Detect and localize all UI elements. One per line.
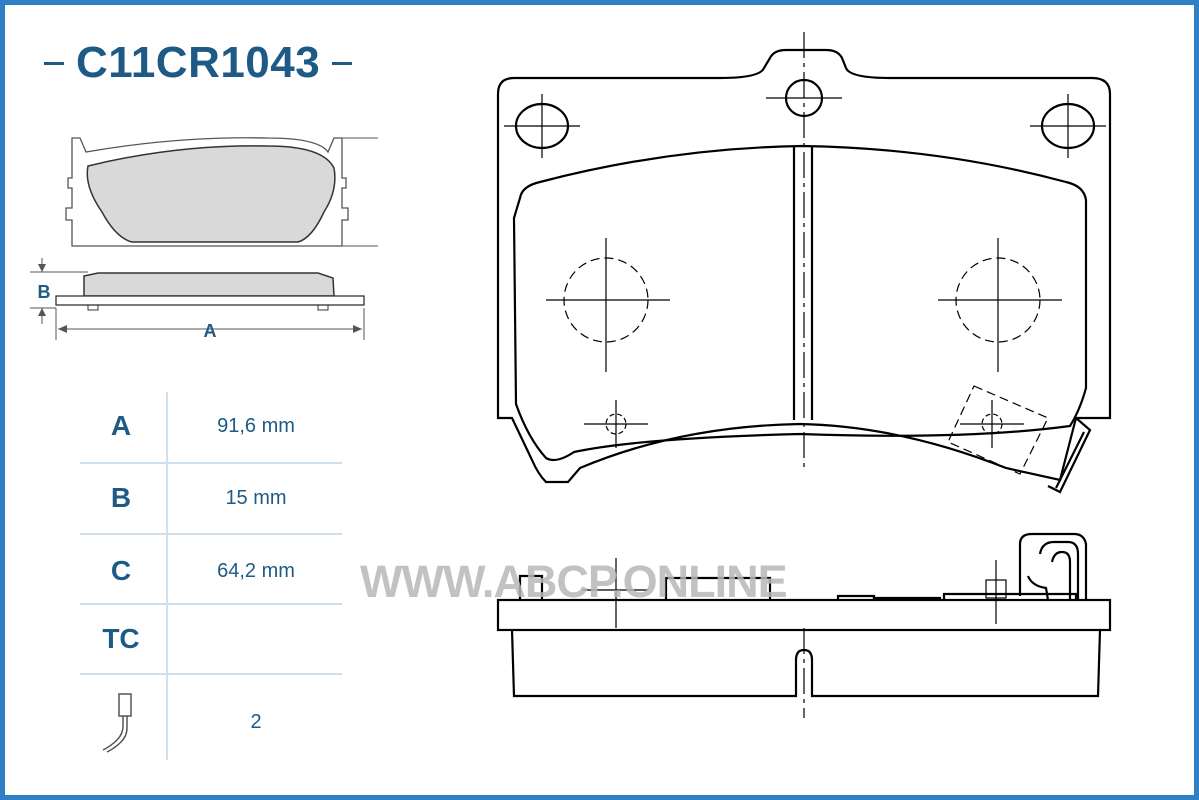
thumb-label-b: B [38, 282, 51, 302]
backplate-outline [496, 48, 1112, 484]
spec-row-sensor: 2 [80, 688, 342, 756]
spec-label: A [110, 410, 132, 441]
spec-row-tc: TC [80, 605, 342, 673]
spec-value [170, 605, 342, 673]
spec-label: C [110, 555, 132, 586]
part-number: C11CR1043 [76, 38, 321, 87]
wear-sensor-icon [102, 693, 132, 753]
spec-row-c: C 64,2 mm [80, 537, 342, 605]
side-sensor-bracket [1018, 532, 1088, 600]
brake-pad-drawing [496, 32, 1112, 718]
sensor-area [947, 385, 1049, 475]
title-dash-left [44, 61, 64, 65]
spec-value: 64,2 mm [217, 559, 295, 582]
thumb-side-plate [55, 295, 365, 306]
spec-row-b: B 15 mm [80, 464, 342, 532]
spec-label [80, 688, 162, 756]
spec-value: 2 [250, 710, 262, 733]
thumb-backplate [65, 137, 349, 247]
dimension-thumbnail: C B A [30, 137, 378, 341]
spec-table-divider [166, 392, 168, 760]
spec-value: 91,6 mm [217, 414, 295, 437]
title-dash-right [332, 61, 353, 65]
thumb-friction-pad [86, 145, 336, 243]
friction-pad-outline [512, 144, 1088, 462]
spec-label: TC [102, 623, 140, 654]
part-number-title: C11CR1043 [44, 38, 353, 88]
spec-row-a: A 91,6 mm [80, 392, 342, 460]
thumb-side-pad [83, 272, 335, 297]
watermark: WWW.ABCP.ONLINE [360, 556, 788, 607]
spec-label: B [110, 482, 132, 513]
sensor-clip [1047, 417, 1092, 494]
side-friction-pad [510, 629, 1102, 698]
spec-value: 15 mm [225, 486, 287, 509]
thumb-label-a: A [204, 321, 217, 341]
